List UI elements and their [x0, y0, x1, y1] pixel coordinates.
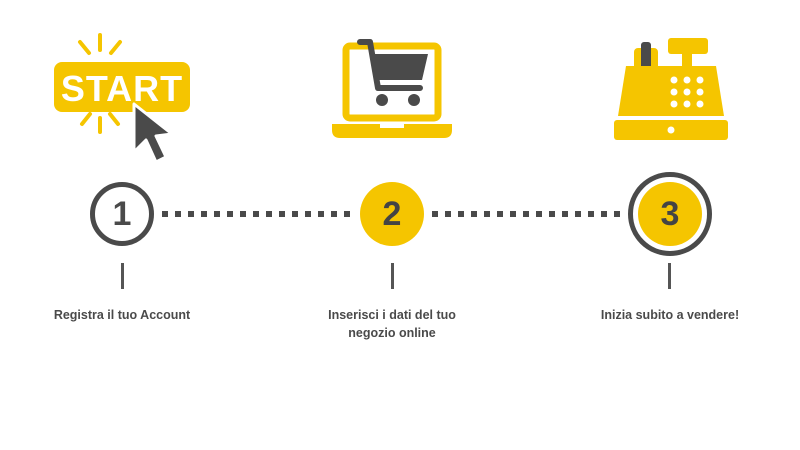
step-3-caption: Inizia subito a vendere! — [560, 306, 780, 324]
step-2-caption-line-2: negozio online — [348, 326, 436, 340]
step-1-caption-line: Registra il tuo Account — [53, 308, 191, 322]
step-1-number: 1 — [112, 194, 132, 233]
laptop-shopping-cart-icon — [332, 39, 452, 138]
step-3-caption-line: Inizia subito a vendere! — [600, 308, 740, 322]
step-3-number: 3 — [660, 194, 680, 233]
step-2-tick — [391, 263, 394, 289]
step-1-caption: Registra il tuo Account — [12, 306, 232, 324]
step-2-caption: Inserisci i dati del tuo negozio online — [282, 306, 502, 342]
start-button-cursor-icon: START — [54, 33, 190, 164]
connector-1-2 — [160, 210, 356, 218]
connector-2-3 — [430, 210, 626, 218]
step-3-ring — [628, 172, 712, 256]
start-label: START — [61, 68, 183, 109]
step-2-caption-line-1: Inserisci i dati del tuo — [328, 308, 456, 322]
step-3-badge: 3 — [638, 182, 702, 246]
step-2-badge: 2 — [360, 182, 424, 246]
cash-register-icon — [614, 38, 728, 140]
step-2-number: 2 — [382, 194, 402, 233]
step-1-badge: 1 — [90, 182, 154, 246]
step-1-tick — [121, 263, 124, 289]
step-3-tick — [668, 263, 671, 289]
